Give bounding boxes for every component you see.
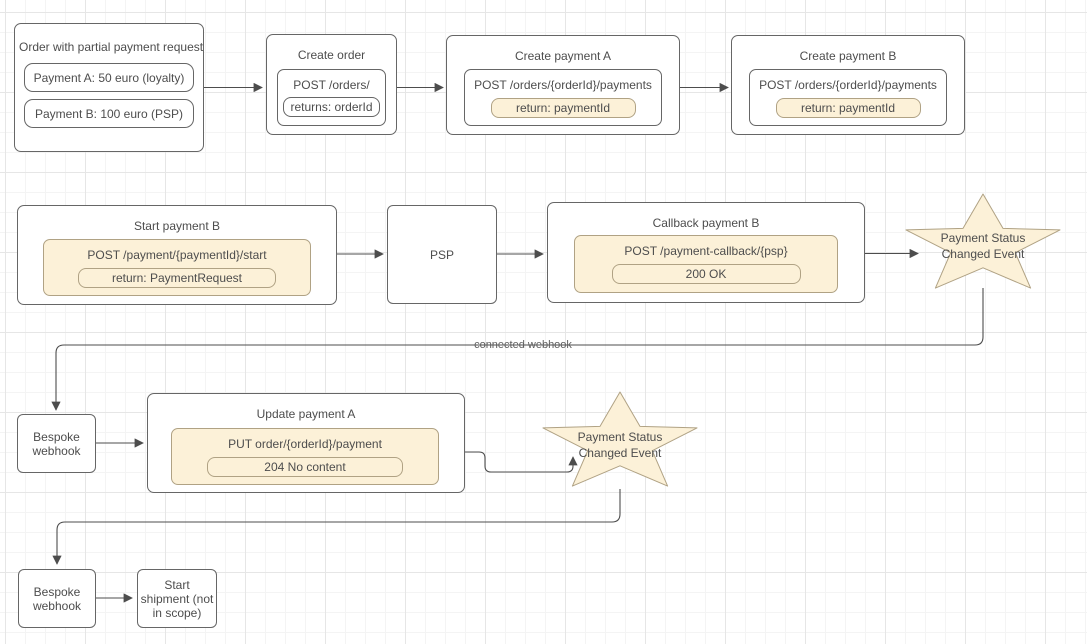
node-title: Create payment A [514, 49, 612, 63]
payment-a-item[interactable]: Payment A: 50 euro (loyalty) [24, 63, 194, 92]
node-create-order[interactable]: Create order POST /orders/ returns: orde… [266, 34, 397, 135]
node-bespoke-webhook-1[interactable]: Bespoke webhook [17, 414, 96, 473]
result-pill[interactable]: 200 OK [611, 264, 801, 284]
node-start-payment-b[interactable]: Start payment B POST /payment/{paymentId… [17, 205, 337, 305]
node-title: Start payment B [133, 219, 221, 233]
edge-event-2-to-bespoke-webhook-2[interactable] [52, 489, 621, 565]
edge-event-1-to-bespoke-webhook-1[interactable] [51, 288, 984, 411]
node-start-shipment[interactable]: Start shipment (not in scope) [137, 569, 217, 628]
node-title: Callback payment B [652, 216, 760, 230]
node-title: Update payment A [256, 407, 356, 421]
payment-status-event-star-2[interactable] [542, 391, 698, 487]
result-pill[interactable]: return: paymentId [775, 97, 921, 118]
node-update-payment-a[interactable]: Update payment A PUT order/{orderId}/pay… [147, 393, 465, 493]
edge-update-payment-a-to-event-2[interactable] [465, 451, 578, 473]
endpoint-label: POST /orders/{orderId}/payments [474, 77, 652, 92]
api-call-box[interactable]: POST /orders/ returns: orderId [277, 69, 386, 126]
endpoint-label: POST /orders/ [293, 78, 370, 92]
node-create-payment-a[interactable]: Create payment A POST /orders/{orderId}/… [446, 35, 680, 135]
node-callback-payment-b[interactable]: Callback payment B POST /payment-callbac… [547, 202, 865, 303]
endpoint-label: POST /payment/{paymentId}/start [87, 247, 267, 262]
node-create-payment-b[interactable]: Create payment B POST /orders/{orderId}/… [731, 35, 965, 135]
result-pill[interactable]: return: PaymentRequest [78, 267, 276, 288]
api-call-box[interactable]: POST /payment-callback/{psp} 200 OK [574, 235, 838, 293]
endpoint-label: POST /payment-callback/{psp} [624, 244, 788, 258]
result-pill[interactable]: return: paymentId [490, 97, 636, 118]
payment-status-event-1-label: Payment Status Changed Event [940, 231, 1026, 261]
endpoint-label: PUT order/{orderId}/payment [228, 436, 382, 451]
payment-b-item[interactable]: Payment B: 100 euro (PSP) [24, 99, 194, 128]
node-title: Create order [297, 48, 366, 62]
api-call-box[interactable]: PUT order/{orderId}/payment 204 No conte… [171, 428, 439, 485]
payment-status-event-star-1[interactable] [905, 193, 1061, 289]
api-call-box[interactable]: POST /orders/{orderId}/payments return: … [749, 69, 947, 126]
node-title: Create payment B [799, 49, 897, 63]
node-title: Order with partial payment request [19, 40, 204, 54]
endpoint-label: POST /orders/{orderId}/payments [759, 77, 937, 92]
node-order-request[interactable]: Order with partial payment request Payme… [14, 23, 204, 152]
api-call-box[interactable]: POST /payment/{paymentId}/start return: … [43, 239, 311, 296]
api-call-box[interactable]: POST /orders/{orderId}/payments return: … [464, 69, 662, 126]
node-psp[interactable]: PSP [387, 205, 497, 304]
edge-label-connected-webhook[interactable]: connected webhook [474, 339, 572, 351]
result-pill[interactable]: 204 No content [207, 456, 403, 477]
result-pill[interactable]: returns: orderId [283, 97, 380, 117]
node-bespoke-webhook-2[interactable]: Bespoke webhook [18, 569, 96, 628]
payment-status-event-2-label: Payment Status Changed Event [577, 430, 663, 460]
